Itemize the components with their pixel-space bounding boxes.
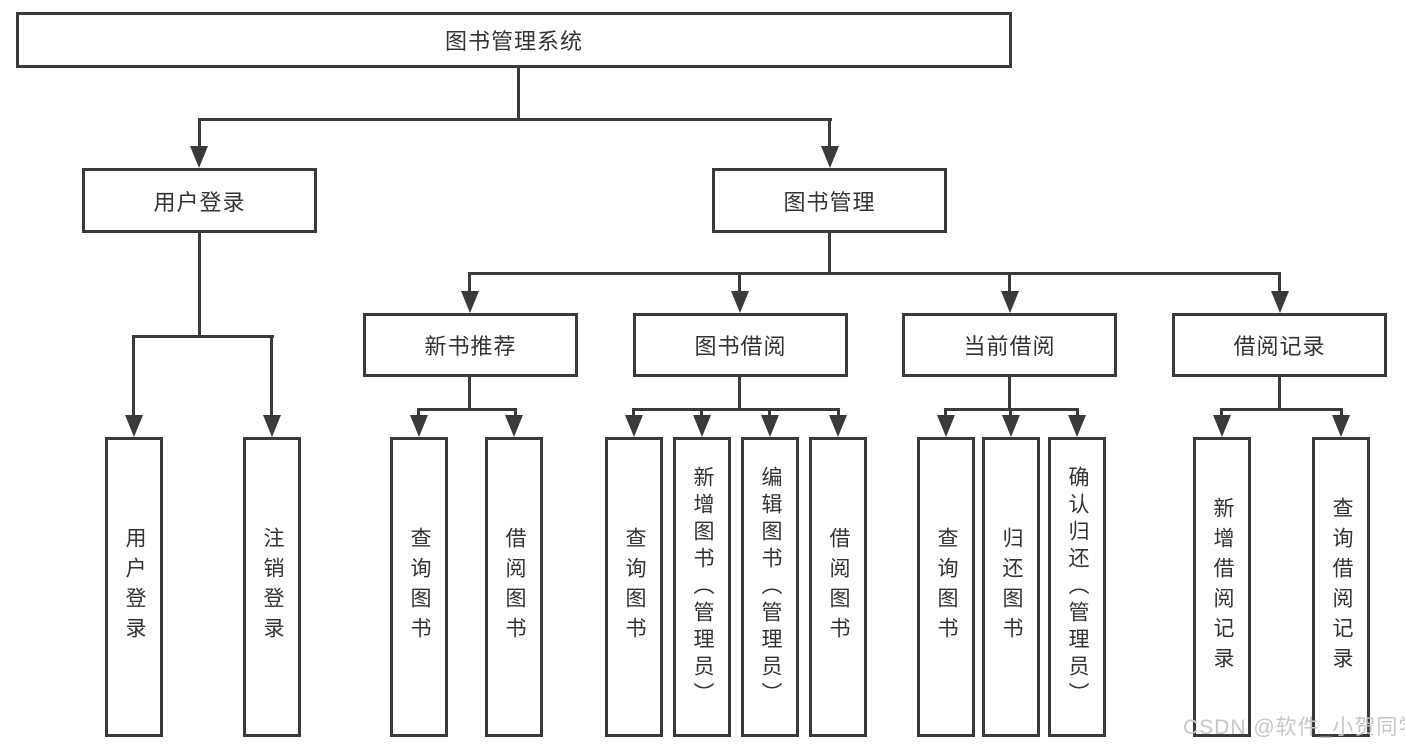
connector-line xyxy=(1008,377,1011,408)
arrow-down-icon xyxy=(829,415,847,437)
leaf-query-books: 查询图书 xyxy=(390,437,448,737)
connector-line xyxy=(132,335,274,338)
connector-line xyxy=(632,408,840,411)
node-library-management-system: 图书管理系统 xyxy=(16,12,1012,68)
connector-line xyxy=(132,335,135,417)
connector-line xyxy=(198,233,201,335)
leaf-query-books: 查询图书 xyxy=(917,437,975,737)
connector-line xyxy=(738,377,741,408)
connector-line xyxy=(1278,377,1281,408)
leaf-query-books: 查询图书 xyxy=(605,437,663,737)
node-current-borrowing: 当前借阅 xyxy=(902,313,1117,377)
connector-line xyxy=(517,68,520,118)
arrow-down-icon xyxy=(263,415,281,437)
connector-line xyxy=(514,408,517,417)
leaf-borrow-books: 借阅图书 xyxy=(809,437,867,737)
arrow-down-icon xyxy=(1001,291,1019,313)
leaf-return-books: 归还图书 xyxy=(982,437,1040,737)
connector-line xyxy=(1340,408,1343,417)
leaf-add-borrow-record: 新增借阅记录 xyxy=(1193,437,1251,737)
connector-line xyxy=(1009,408,1012,417)
arrow-down-icon xyxy=(1002,415,1020,437)
connector-line xyxy=(198,118,832,121)
arrow-down-icon xyxy=(125,415,143,437)
node-borrowing-records: 借阅记录 xyxy=(1172,313,1387,377)
connector-line xyxy=(1220,408,1223,417)
watermark: CSDN @软件_小贺同学 xyxy=(1183,716,1405,739)
arrow-down-icon xyxy=(1332,415,1350,437)
arrow-down-icon xyxy=(1213,415,1231,437)
connector-line xyxy=(1278,272,1281,293)
connector-line xyxy=(828,233,831,272)
connector-line xyxy=(1220,408,1343,411)
connector-line xyxy=(944,408,947,417)
leaf-borrow-books: 借阅图书 xyxy=(485,437,543,737)
leaf-add-book-admin: 新增图书（管理员） xyxy=(673,437,731,737)
connector-line xyxy=(738,272,741,293)
connector-line xyxy=(468,377,471,408)
arrow-down-icon xyxy=(731,291,749,313)
connector-line xyxy=(828,118,831,148)
leaf-confirm-return-admin: 确认归还（管理员） xyxy=(1048,437,1106,737)
connector-line xyxy=(1008,272,1011,293)
connector-line xyxy=(837,408,840,417)
arrow-down-icon xyxy=(761,415,779,437)
node-user-login: 用户登录 xyxy=(82,168,317,233)
connector-line xyxy=(468,272,1281,275)
arrow-down-icon xyxy=(625,415,643,437)
connector-line xyxy=(417,408,420,417)
connector-line xyxy=(417,408,517,411)
arrow-down-icon xyxy=(821,146,839,168)
leaf-user-login: 用户登录 xyxy=(105,437,163,737)
leaf-query-borrow-record: 查询借阅记录 xyxy=(1312,437,1370,737)
node-book-borrowing: 图书借阅 xyxy=(633,313,848,377)
connector-line xyxy=(198,118,201,148)
arrow-down-icon xyxy=(461,291,479,313)
connector-line xyxy=(632,408,635,417)
arrow-down-icon xyxy=(937,415,955,437)
leaf-edit-book-admin: 编辑图书（管理员） xyxy=(741,437,799,737)
node-book-management: 图书管理 xyxy=(712,168,947,233)
arrow-down-icon xyxy=(1068,415,1086,437)
arrow-down-icon xyxy=(190,146,208,168)
arrow-down-icon xyxy=(693,415,711,437)
leaf-logout-login: 注销登录 xyxy=(243,437,301,737)
node-new-book-recommendation: 新书推荐 xyxy=(363,313,578,377)
connector-line xyxy=(468,272,471,293)
connector-line xyxy=(1076,408,1079,417)
arrow-down-icon xyxy=(1271,291,1289,313)
connector-line xyxy=(768,408,771,417)
connector-line xyxy=(270,335,273,417)
connector-line xyxy=(700,408,703,417)
arrow-down-icon xyxy=(505,415,523,437)
arrow-down-icon xyxy=(410,415,428,437)
